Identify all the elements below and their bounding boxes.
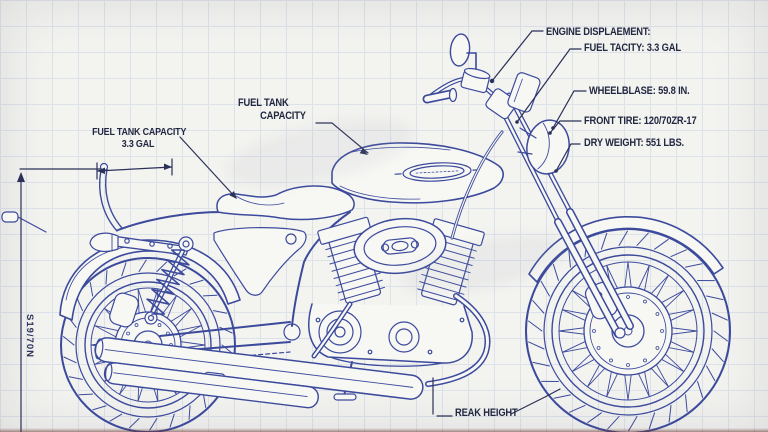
side-dimension-text: S19/70N bbox=[24, 314, 35, 358]
rear-fender bbox=[59, 239, 241, 321]
label-fuel-tank-capacity-line1: FUEL TANK CAPACITY bbox=[92, 126, 187, 138]
label-dry-weight: DRY WEIGHT: 551 LBS. bbox=[584, 137, 684, 149]
label-fuel-tank: FUEL TANK CAPACITY bbox=[238, 97, 306, 122]
mirror bbox=[449, 33, 477, 85]
label-fuel-tank-line1: FUEL TANK bbox=[238, 97, 289, 109]
image-edge-artifact bbox=[0, 428, 768, 432]
side-cover bbox=[213, 211, 351, 327]
front-fork bbox=[450, 92, 634, 339]
label-engine-displacement: ENGINE DISPLAEMENT: bbox=[546, 26, 651, 38]
label-fuel-capacity-right: FUEL TACITY: 3.3 GAL bbox=[584, 42, 681, 54]
tank-badge bbox=[394, 162, 480, 182]
front-wheel bbox=[525, 228, 731, 432]
headlight bbox=[517, 119, 570, 175]
label-fuel-tank-capacity-line2: 3.3 GAL bbox=[121, 138, 155, 151]
label-fuel-tank-line2: CAPACITY bbox=[260, 109, 306, 122]
seat bbox=[216, 185, 355, 221]
exhaust bbox=[94, 293, 491, 409]
rear-shock-absorber bbox=[144, 236, 194, 325]
fuel-tank bbox=[331, 142, 504, 204]
label-front-tire: FRONT TIRE: 120/70ZR-17 bbox=[584, 115, 697, 127]
label-fuel-tank-capacity: FUEL TANK CAPACITY 3.3 GAL bbox=[92, 126, 187, 151]
speedometer bbox=[460, 67, 491, 94]
label-wheelbase: WHEELBLASE: 59.8 IN. bbox=[589, 85, 690, 97]
rear-rack bbox=[1, 162, 223, 256]
engine bbox=[308, 216, 485, 401]
label-seat-height: REAK HEIGHT bbox=[455, 407, 518, 419]
handlebar-cockpit bbox=[422, 33, 541, 120]
annotation-lines: S19/70N bbox=[17, 30, 587, 432]
